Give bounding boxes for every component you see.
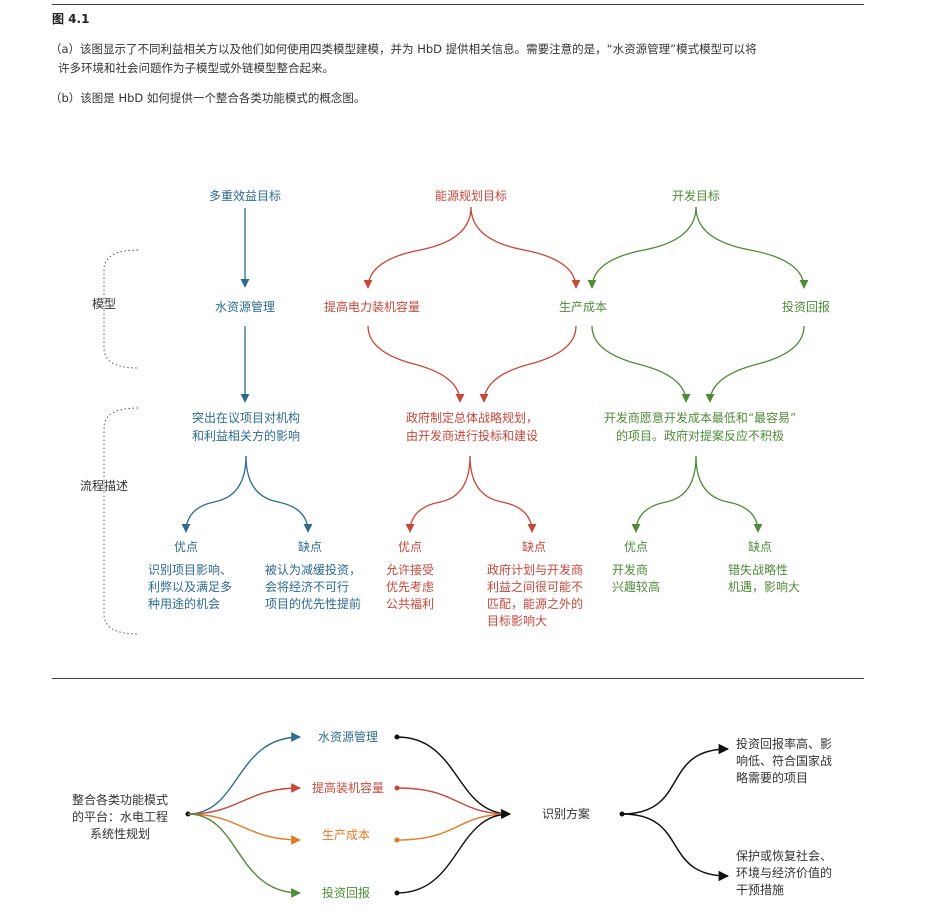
caption-b: （b）该图是 HbD 如何提供一个整合各类功能模式的概念图。 [50, 91, 366, 105]
link-identify-outcome-1 [621, 743, 730, 815]
identify-options: 识别方案 [542, 806, 590, 821]
arrow-dev-to-return [695, 206, 809, 289]
arrow-capacity-to-process [367, 325, 465, 403]
mode-water: 水资源管理 [318, 729, 378, 744]
outcome-2-line-2: 环境与经济价值的 [736, 865, 832, 880]
process-red-line-2: 由开发商进行投标和建设 [406, 428, 538, 443]
goal-multi-benefit: 多重效益目标 [209, 188, 281, 203]
model-return: 投资回报 [782, 299, 830, 314]
outcome-2-line-1: 保护或恢复社会、 [736, 848, 832, 863]
process-red-line-1: 政府制定总体战略规划， [406, 410, 538, 425]
green-cons-line-2: 机遇，影响大 [728, 579, 800, 594]
caption-a-line-1: （a）该图显示了不同利益相关方以及他们如何使用四类模型建模，并为 HbD 提供相… [50, 42, 757, 56]
red-cons-line-1: 政府计划与开发商 [487, 562, 583, 577]
link-platform-cost [187, 813, 301, 845]
arrow-green-pros [631, 455, 697, 533]
blue-cons-line-1: 被认为减缓投资， [265, 562, 361, 577]
arrow-cost-to-green-process [591, 325, 691, 403]
model-water: 水资源管理 [215, 299, 275, 314]
blue-cons-label: 缺点 [298, 539, 322, 554]
red-pros-line-1: 允许接受 [386, 562, 434, 577]
red-cons-label: 缺点 [522, 539, 546, 554]
arrow-energy-to-cost [470, 206, 581, 289]
process-green-line-1: 开发商愿意开发成本最低和“最容易” [604, 410, 796, 425]
mode-return: 投资回报 [322, 885, 370, 900]
green-cons-label: 缺点 [748, 539, 772, 554]
middle-rule [52, 678, 864, 679]
side-label-process: 流程描述 [80, 478, 128, 493]
platform-line-1: 整合各类功能模式 [72, 792, 168, 807]
blue-pros-line-1: 识别项目影响、 [148, 562, 232, 577]
arrow-cost-to-red-process [479, 325, 577, 403]
arrow-green-cons [695, 455, 763, 533]
link-platform-capacity [187, 783, 301, 815]
link-capacity-identify [396, 787, 511, 819]
arrow-energy-to-capacity [363, 206, 472, 289]
blue-pros-line-3: 种用途的机会 [148, 596, 220, 611]
arrow-blue-cons [245, 455, 313, 533]
goal-energy: 能源规划目标 [435, 188, 507, 203]
model-cost: 生产成本 [559, 300, 607, 314]
blue-cons-line-3: 项目的优先性提前 [265, 596, 361, 611]
blue-pros-line-2: 利弊以及满足多 [148, 579, 232, 594]
outcome-1-line-3: 略需要的项目 [736, 770, 808, 785]
red-pros-line-2: 优先考虑 [386, 580, 434, 594]
link-cost-identify [396, 809, 511, 841]
process-bracket [103, 407, 139, 635]
link-platform-water [187, 732, 301, 815]
platform-line-2: 的平台：水电工程 [72, 809, 168, 824]
link-water-identify [396, 736, 511, 819]
outcome-2-line-3: 干预措施 [736, 883, 784, 897]
top-rule [52, 4, 864, 5]
red-cons-line-4: 目标影响大 [487, 613, 547, 628]
green-cons-line-1: 错失战略性 [728, 562, 788, 577]
red-cons-line-2: 利益之间很可能不 [487, 580, 583, 594]
arrow-red-cons [469, 455, 537, 533]
arrow-red-pros [405, 455, 471, 533]
goal-development: 开发目标 [672, 188, 720, 203]
arrow-blue-pros [181, 455, 247, 533]
arrow-dev-to-cost [587, 206, 697, 289]
blue-cons-line-2: 会将经济不可行 [265, 579, 349, 594]
green-pros-label: 优点 [624, 540, 648, 554]
side-label-model: 模型 [92, 297, 116, 311]
red-pros-line-3: 公共福利 [386, 596, 434, 611]
link-return-identify [396, 809, 511, 894]
blue-pros-label: 优点 [174, 540, 198, 554]
link-identify-outcome-2 [621, 813, 730, 882]
red-pros-label: 优点 [398, 540, 422, 554]
caption-a-line-2: 许多环境和社会问题作为子模型或外链模型整合起来。 [58, 61, 334, 75]
green-pros-line-1: 开发商 [612, 562, 648, 577]
link-platform-return [187, 813, 301, 898]
process-blue-line-1: 突出在议项目对机构 [192, 410, 300, 425]
red-cons-line-3: 匹配，能源之外的 [487, 596, 583, 611]
platform-line-3: 系统性规划 [90, 826, 150, 841]
mode-cost: 生产成本 [322, 828, 370, 842]
green-pros-line-2: 兴趣较高 [612, 579, 660, 594]
outcome-1-line-1: 投资回报率高、影 [736, 736, 832, 751]
model-capacity: 提高电力装机容量 [324, 299, 420, 314]
model-bracket [103, 249, 139, 369]
figure-title: 图 4.1 [52, 12, 90, 26]
arrow-return-to-process [705, 325, 805, 403]
outcome-1-line-2: 响低、符合国家战 [736, 753, 832, 768]
process-blue-line-2: 和利益相关方的影响 [192, 428, 300, 443]
process-green-line-2: 的项目。政府对提案反应不积极 [616, 428, 784, 443]
mode-capacity: 提高装机容量 [312, 780, 384, 795]
